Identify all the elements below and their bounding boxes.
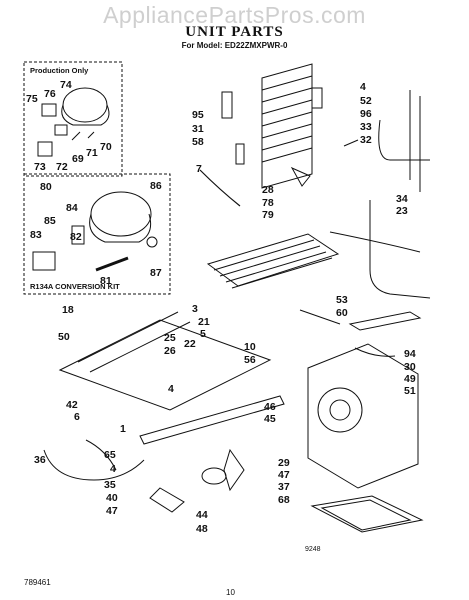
callout-95: 95 bbox=[192, 109, 204, 121]
callout-18: 18 bbox=[62, 304, 74, 316]
callout-79: 79 bbox=[262, 209, 274, 221]
model-line: For Model: ED22ZMXPWR-0 bbox=[181, 41, 288, 50]
production-box-label: Production Only bbox=[30, 66, 89, 75]
page-title: UNIT PARTS bbox=[185, 24, 284, 40]
callout-26: 26 bbox=[164, 345, 176, 357]
document-number: 789461 bbox=[24, 578, 51, 587]
callout-50: 50 bbox=[58, 331, 70, 343]
evaporator bbox=[206, 233, 340, 287]
conversion-kit-label: R134A CONVERSION KIT bbox=[30, 282, 120, 291]
callout-30: 30 bbox=[404, 361, 416, 373]
callout-44: 44 bbox=[196, 509, 208, 521]
callout-72: 72 bbox=[56, 161, 68, 173]
callout-42: 42 bbox=[66, 399, 78, 411]
page-number: 10 bbox=[226, 588, 235, 597]
callout-87: 87 bbox=[150, 267, 162, 279]
watermark: AppliancePartsPros.com bbox=[103, 2, 366, 28]
callout-21: 21 bbox=[198, 316, 210, 328]
callout-71: 71 bbox=[86, 147, 98, 159]
callout-85: 85 bbox=[44, 215, 56, 227]
callout-49: 49 bbox=[404, 373, 416, 385]
callout-48: 48 bbox=[196, 523, 208, 535]
callout-34: 34 bbox=[396, 193, 408, 205]
callout-29: 29 bbox=[278, 457, 290, 469]
callout-73: 73 bbox=[34, 161, 46, 173]
callout-6: 6 bbox=[74, 411, 80, 423]
compressor-kit bbox=[90, 191, 152, 237]
callout-83: 83 bbox=[30, 229, 42, 241]
callout-37: 37 bbox=[278, 481, 290, 493]
callout-84: 84 bbox=[66, 202, 78, 214]
production-only-box bbox=[23, 61, 123, 177]
condenser bbox=[261, 63, 313, 189]
callout-94: 94 bbox=[404, 348, 416, 360]
callout-4b: 4 bbox=[168, 383, 174, 395]
callout-96: 96 bbox=[360, 108, 372, 120]
base-frame bbox=[58, 319, 272, 411]
callout-81: 81 bbox=[100, 275, 112, 287]
fan-motor bbox=[201, 467, 227, 485]
callout-58: 58 bbox=[192, 136, 204, 148]
callout-7: 7 bbox=[196, 163, 202, 175]
callout-75: 75 bbox=[26, 93, 38, 105]
callout-53: 53 bbox=[336, 294, 348, 306]
callout-86: 86 bbox=[150, 180, 162, 192]
callout-47b: 47 bbox=[278, 469, 290, 481]
callout-69: 69 bbox=[72, 153, 84, 165]
relay-kit bbox=[32, 251, 56, 271]
callout-46: 46 bbox=[264, 401, 276, 413]
callout-51: 51 bbox=[404, 385, 416, 397]
callout-68: 68 bbox=[278, 494, 290, 506]
callout-3: 3 bbox=[192, 303, 198, 315]
callout-65: 65 bbox=[104, 449, 116, 461]
compressor-prod bbox=[62, 87, 108, 123]
callout-70: 70 bbox=[100, 141, 112, 153]
callout-78: 78 bbox=[262, 197, 274, 209]
callout-1: 1 bbox=[120, 423, 126, 435]
drain-pan bbox=[310, 495, 424, 533]
callout-28: 28 bbox=[262, 184, 274, 196]
callout-35: 35 bbox=[104, 479, 116, 491]
callout-74: 74 bbox=[60, 79, 72, 91]
callout-82: 82 bbox=[70, 231, 82, 243]
fan-blade bbox=[223, 448, 245, 492]
figure-code: 9248 bbox=[305, 546, 321, 553]
callout-32: 32 bbox=[360, 134, 372, 146]
callout-76: 76 bbox=[44, 88, 56, 100]
callout-52: 52 bbox=[360, 95, 372, 107]
callout-80: 80 bbox=[40, 181, 52, 193]
callout-4c: 4 bbox=[110, 463, 116, 475]
fan-shroud bbox=[307, 343, 419, 489]
relay-prod bbox=[41, 103, 57, 117]
callout-47a: 47 bbox=[106, 505, 118, 517]
callout-36: 36 bbox=[34, 454, 46, 466]
callout-56: 56 bbox=[244, 354, 256, 366]
callout-40: 40 bbox=[106, 492, 118, 504]
callout-60: 60 bbox=[336, 307, 348, 319]
callout-45: 45 bbox=[264, 413, 276, 425]
conversion-kit-box bbox=[23, 173, 171, 295]
power-cord bbox=[43, 449, 145, 481]
callout-31: 31 bbox=[192, 123, 204, 135]
callout-23: 23 bbox=[396, 205, 408, 217]
callout-22: 22 bbox=[184, 338, 196, 350]
callout-4a: 4 bbox=[360, 81, 366, 93]
callout-25: 25 bbox=[164, 332, 176, 344]
callout-5: 5 bbox=[200, 328, 206, 340]
callout-10: 10 bbox=[244, 341, 256, 353]
callout-33: 33 bbox=[360, 121, 372, 133]
